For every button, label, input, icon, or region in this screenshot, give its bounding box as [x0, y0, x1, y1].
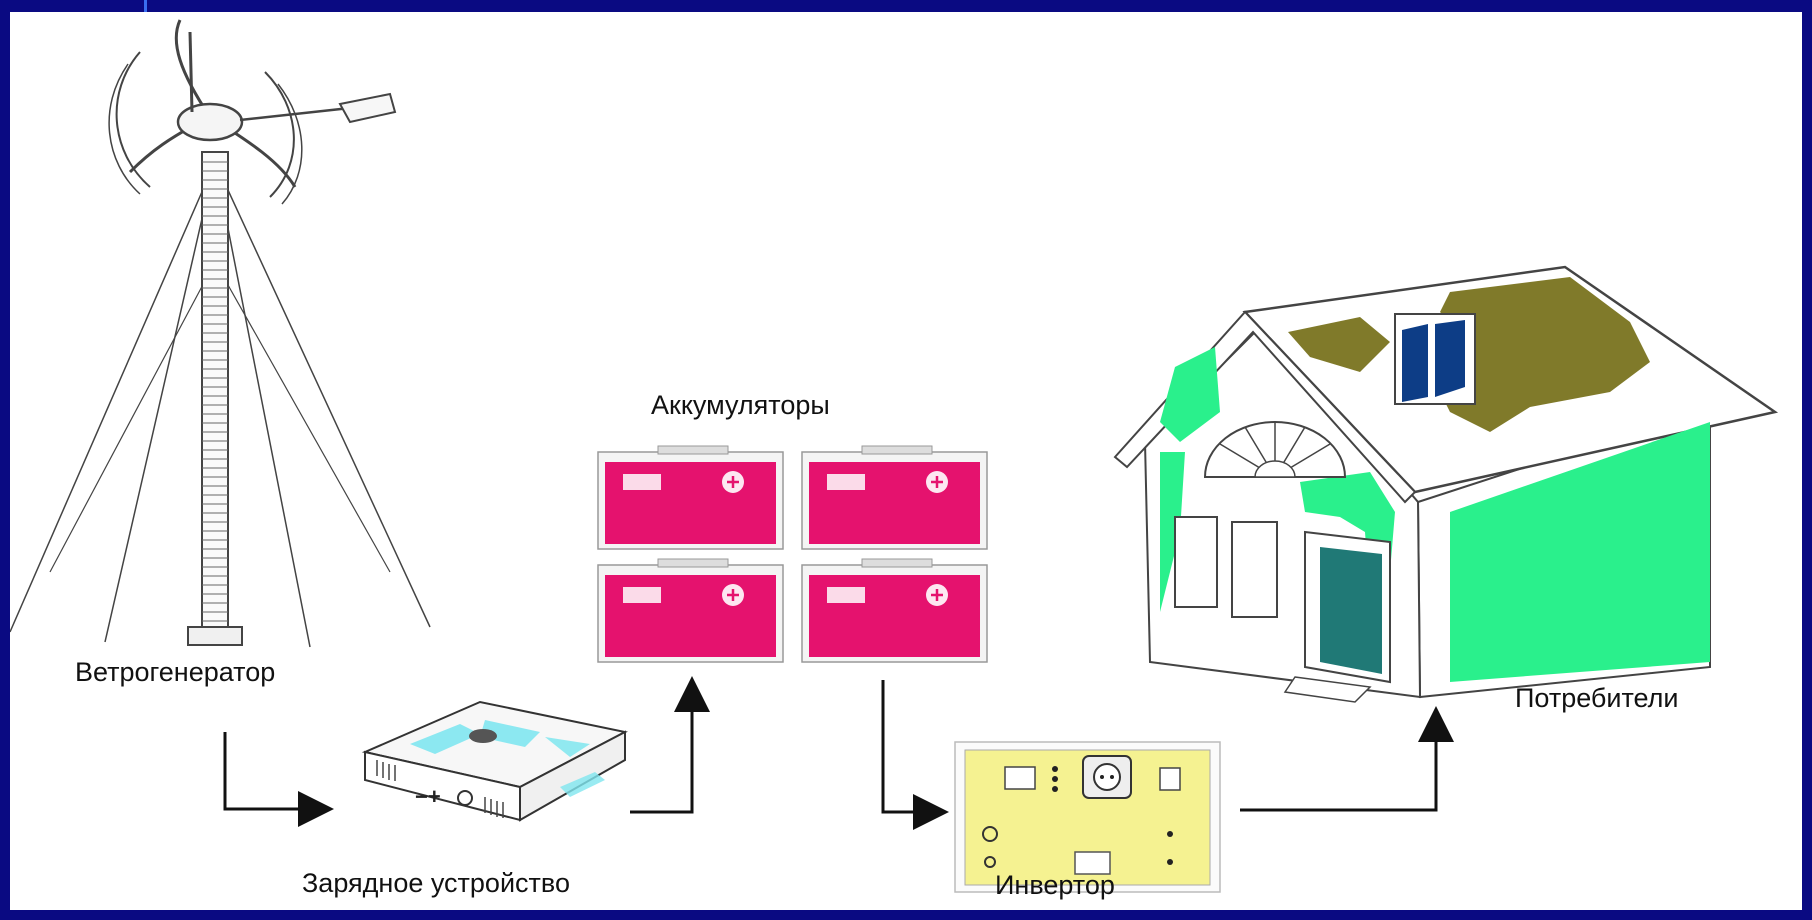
battery-unit-1: [597, 445, 784, 550]
label-batteries: Аккумуляторы: [651, 390, 830, 420]
inverter-icon: [954, 741, 1221, 893]
accent-line: [144, 0, 147, 12]
batteries-icon: [597, 445, 988, 663]
arrow-batteries-to-inverter: [881, 680, 949, 830]
battery-unit-3: [597, 558, 784, 663]
label-wind-generator: Ветрогенератор: [75, 657, 276, 687]
charger-icon: −+: [361, 700, 628, 822]
label-charger: Зарядное устройство: [302, 868, 570, 898]
wind-turbine-icon: [10, 19, 431, 648]
svg-text:−+: −+: [415, 784, 441, 809]
flow-arrows: [223, 676, 1454, 830]
energy-system-diagram: −+: [10, 19, 1779, 893]
battery-unit-2: [801, 445, 988, 550]
label-consumers: Потребители: [1515, 683, 1679, 713]
label-inverter: Инвертор: [995, 870, 1115, 900]
house-icon: [1113, 265, 1779, 703]
diagram-canvas: −+: [10, 12, 1802, 910]
battery-unit-4: [801, 558, 988, 663]
arrow-charger-to-batteries: [630, 676, 710, 814]
arrow-generator-to-charger: [223, 732, 334, 827]
arrow-inverter-to-consumers: [1240, 706, 1454, 812]
